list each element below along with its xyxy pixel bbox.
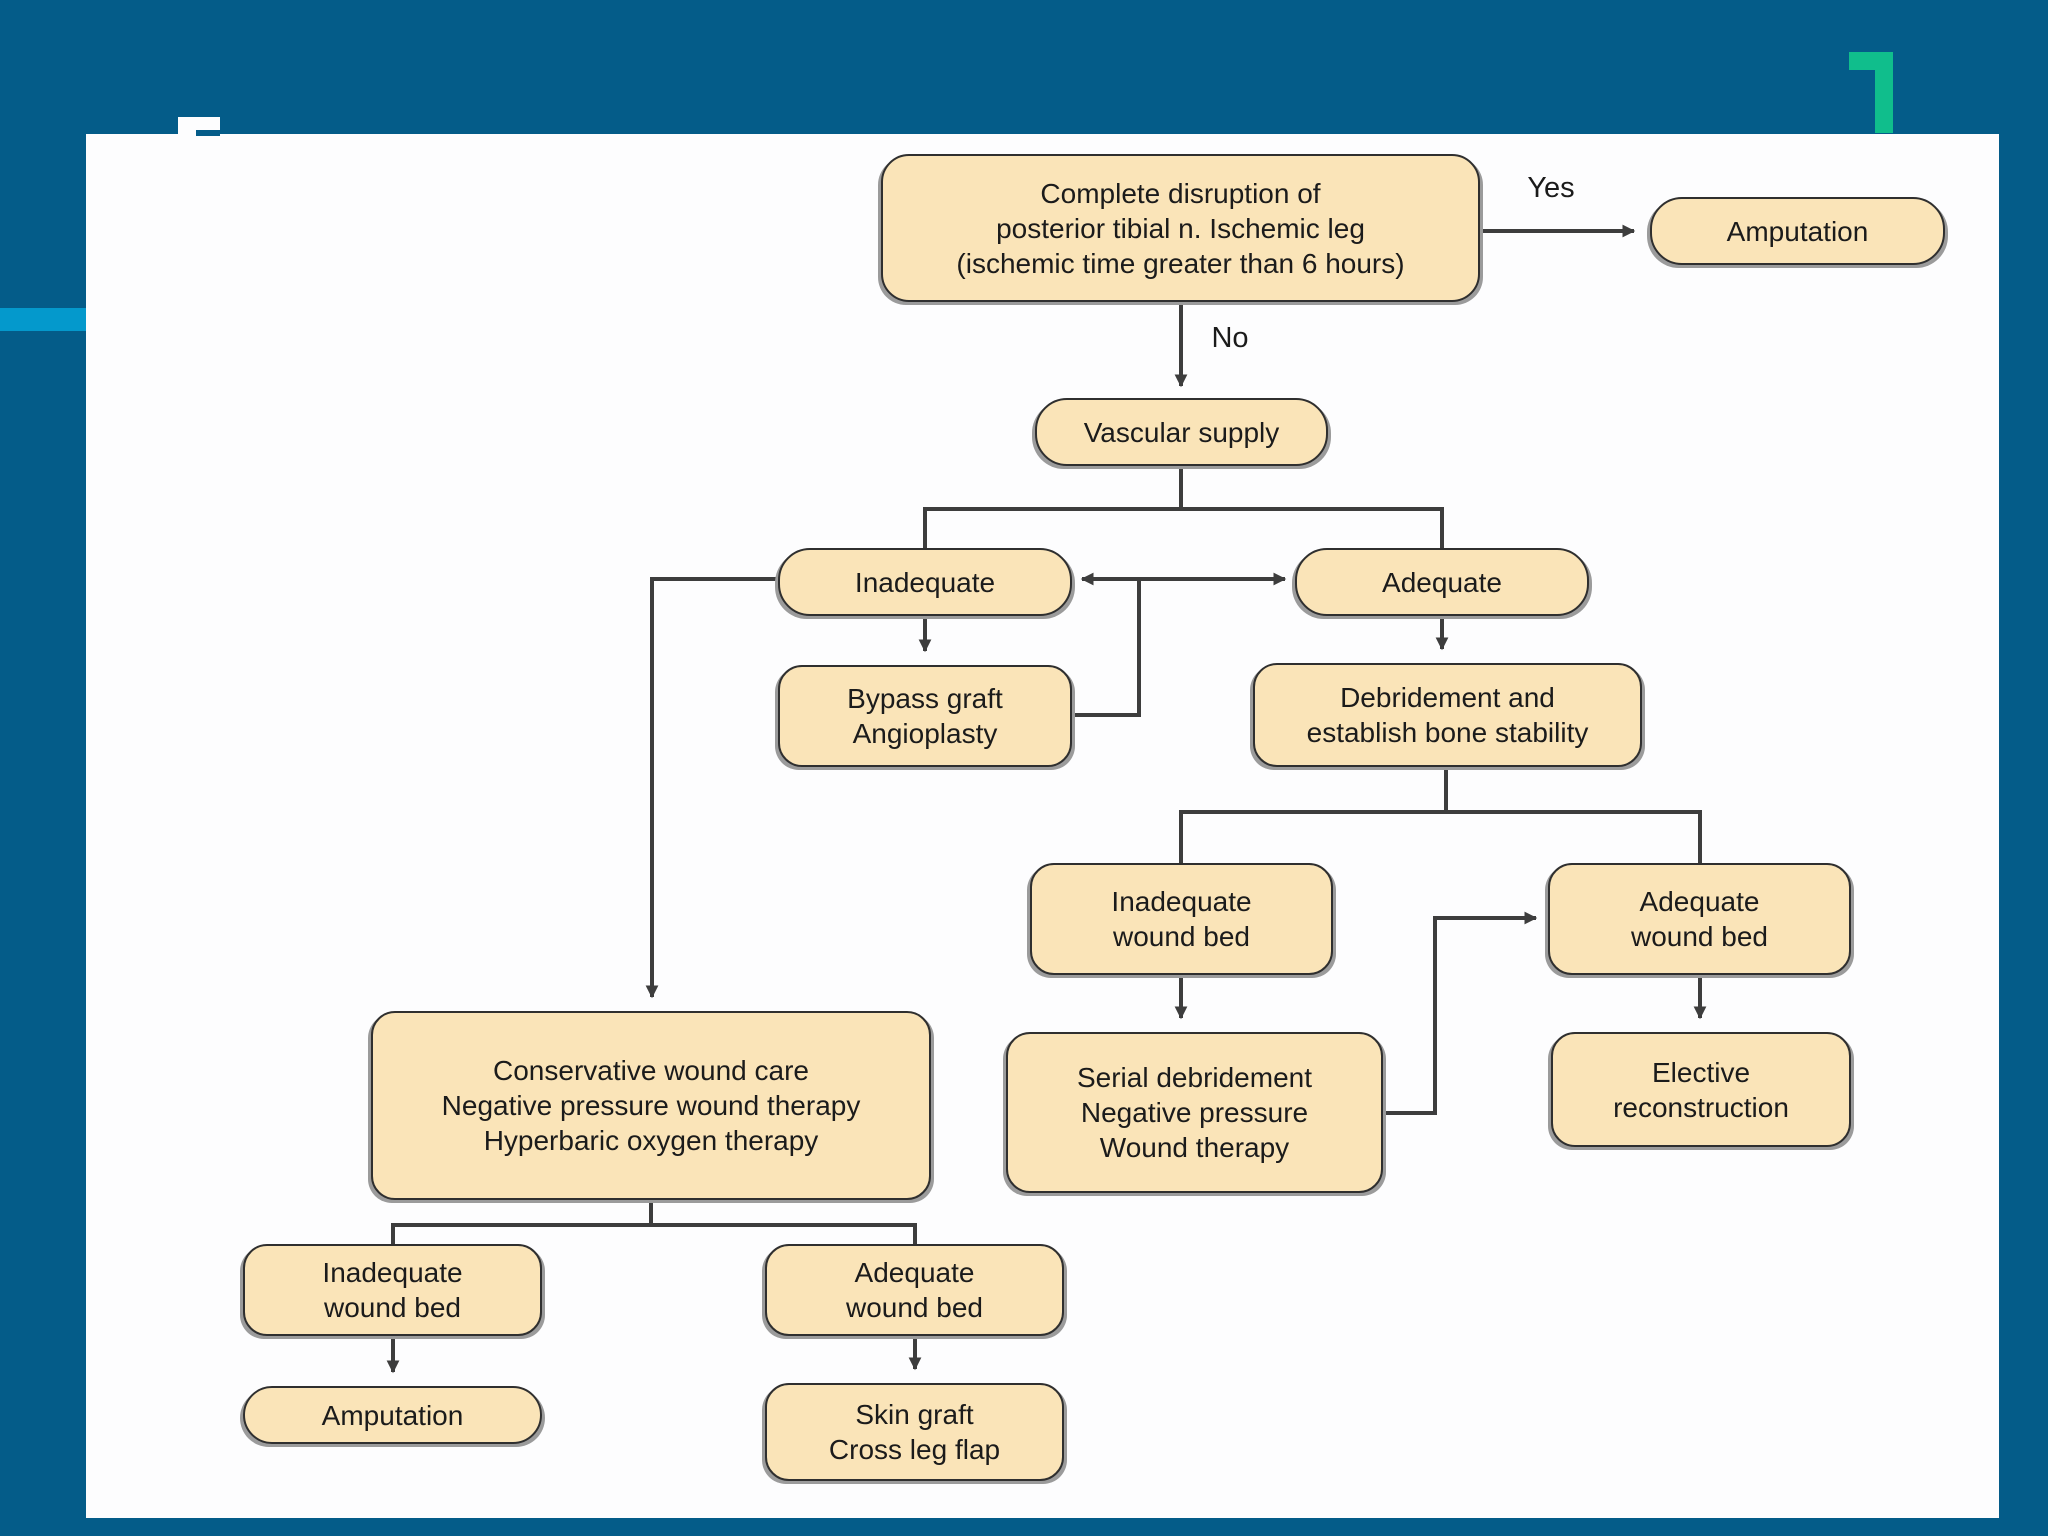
connector-split-conservative (391, 1200, 917, 1244)
node-skin-graft: Skin graft Cross leg flap (765, 1383, 1064, 1481)
node-serial-debridement: Serial debridement Negative pressure Wou… (1006, 1032, 1383, 1193)
node-amputation-bottom: Amputation (243, 1386, 542, 1444)
node-inadequate-wound-bed-2: Inadequate wound bed (243, 1244, 542, 1336)
flowchart-panel: Yes No Complete disruption of posterior … (86, 134, 1999, 1518)
slide-letter-fragment-notch (196, 130, 220, 136)
slide-corner-bracket-stem (1875, 52, 1893, 133)
edge-label-yes: Yes (1527, 172, 1575, 204)
node-amputation-top: Amputation (1650, 197, 1945, 265)
node-inadequate-wound-bed: Inadequate wound bed (1030, 863, 1333, 975)
node-inadequate: Inadequate (778, 548, 1072, 616)
connector-inadequate-conservative (645, 577, 778, 999)
node-adequate-wound-bed: Adequate wound bed (1548, 863, 1851, 975)
slide-accent-bar (0, 308, 86, 331)
connector-serial-awb-loop (1383, 911, 1538, 1115)
connector-bypass-loop (1072, 581, 1141, 717)
node-vascular-supply: Vascular supply (1035, 398, 1328, 466)
node-conservative-wound-care: Conservative wound care Negative pressur… (371, 1011, 931, 1200)
connector-split-vascular (923, 466, 1444, 548)
edge-label-no: No (1211, 322, 1249, 354)
node-bypass-graft: Bypass graft Angioplasty (778, 665, 1072, 767)
node-complete-disruption: Complete disruption of posterior tibial … (881, 154, 1480, 302)
node-adequate-wound-bed-2: Adequate wound bed (765, 1244, 1064, 1336)
connector-split-debridement (1179, 767, 1702, 863)
node-elective-reconstruction: Elective reconstruction (1551, 1032, 1851, 1147)
node-debridement: Debridement and establish bone stability (1253, 663, 1642, 767)
node-adequate: Adequate (1295, 548, 1589, 616)
connector-layer (386, 224, 1707, 1374)
